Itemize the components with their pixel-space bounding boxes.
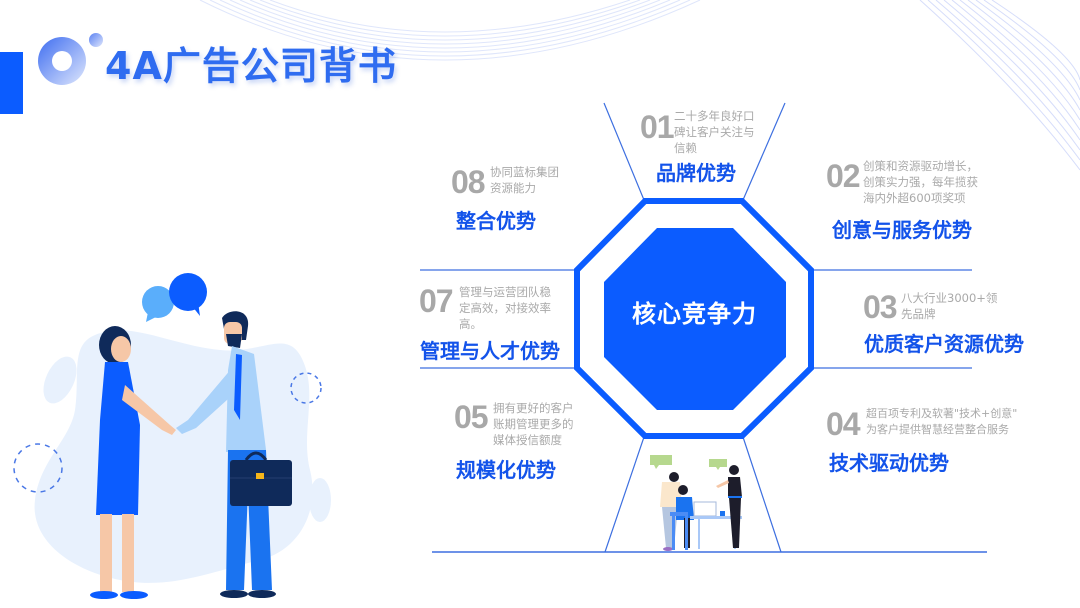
advantage-description: 超百项专利及软著"技术+创意" 为客户提供智慧经营整合服务 — [866, 407, 1018, 436]
advantage-number: 07 — [419, 283, 454, 319]
advantage-description: 管理与运营团队稳 定高效，对接效率 高。 — [459, 285, 551, 331]
advantage-title: 创意与服务优势 — [832, 218, 972, 242]
handshake-illustration — [13, 273, 331, 599]
advantage-number: 05 — [454, 399, 489, 435]
advantage-description: 创策和资源驱动增长， 创策实力强，每年揽获 海内外超600项奖项 — [863, 159, 978, 205]
ring-logo-icon — [38, 33, 103, 85]
advantage-description: 二十多年良好口 碑让客户关注与 信赖 — [674, 109, 755, 155]
advantage-number: 02 — [826, 158, 861, 194]
outer-octagon — [574, 198, 814, 439]
advantage-number: 01 — [640, 109, 675, 145]
advantage-title: 整合优势 — [456, 209, 536, 233]
core-competency-label: 核心竞争力 — [632, 300, 757, 328]
advantage-description: 八大行业3000+领 先品牌 — [901, 291, 998, 321]
advantage-title: 品牌优势 — [656, 161, 736, 185]
advantage-title: 规模化优势 — [456, 458, 556, 482]
speech-bubble-icon — [142, 273, 207, 322]
advantage-number: 04 — [826, 406, 861, 442]
inner-octagon — [604, 228, 786, 410]
man-figure — [176, 311, 292, 598]
advantage-title: 优质客户资源优势 — [864, 332, 1024, 356]
woman-figure — [90, 326, 176, 599]
advantage-description: 拥有更好的客户 账期管理更多的 媒体授信额度 — [493, 401, 574, 447]
page-title: 4A广告公司背书 — [105, 44, 397, 88]
team-meeting-illustration — [650, 455, 742, 551]
advantage-description: 协同蓝标集团 资源能力 — [490, 165, 559, 195]
header-accent-bar — [0, 52, 23, 114]
advantage-title: 技术驱动优势 — [829, 451, 949, 475]
advantage-title: 管理与人才优势 — [420, 339, 560, 363]
advantage-number: 08 — [451, 164, 486, 200]
advantage-number: 03 — [863, 289, 898, 325]
